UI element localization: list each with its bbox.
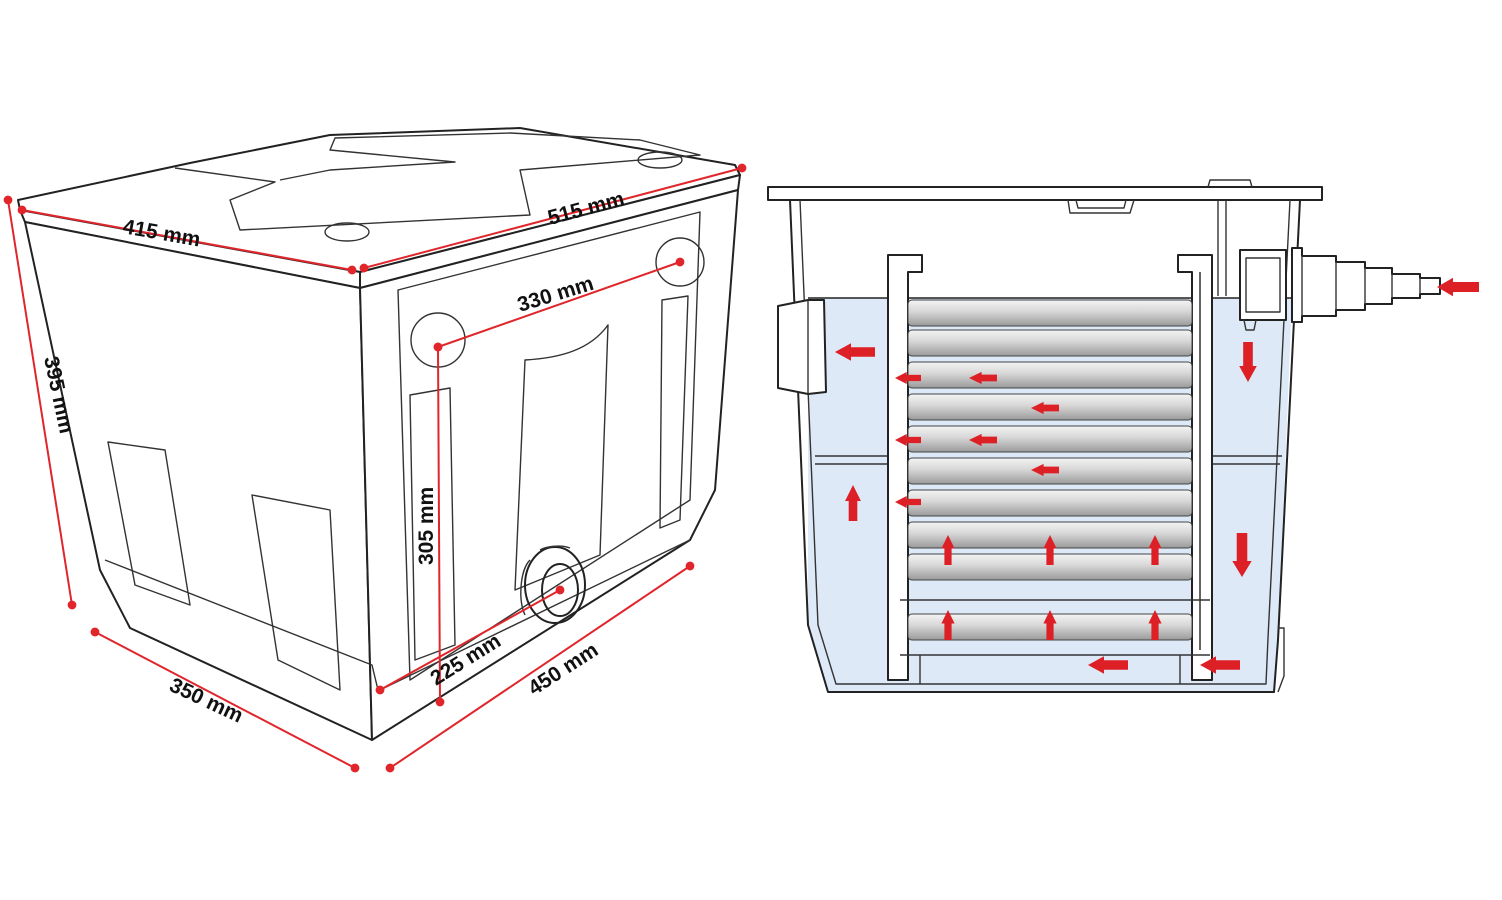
dim-line-lid-width [17,205,357,275]
section-lid [767,186,1323,201]
section-outer-wall [789,199,1301,693]
section-base-step [1277,627,1285,693]
dim-line-base-width [90,627,360,773]
inlet-pipe-bend [1239,249,1287,321]
filter-tube [907,489,1193,517]
flow-arrow-down [1232,533,1252,577]
flow-arrow-left [1031,401,1059,415]
flow-arrow-left [895,372,921,384]
inlet-pipe-vertical [1217,200,1227,296]
section-inner-wall [799,199,1291,685]
flow-arrow-up [1148,535,1162,565]
left-outlet-box [777,299,827,395]
right-cartridge-wall [1177,254,1213,681]
flow-arrow-left [1031,463,1059,477]
flow-arrow-up [1043,610,1057,640]
inlet-hose-tail-ribs [1301,256,1421,316]
flow-arrow-left [1437,277,1479,297]
flow-arrow-down [1239,342,1257,382]
inlet-pipe-bend-detail [1243,257,1281,331]
flow-arrow-left [895,496,921,508]
lid-handle-section [1067,199,1135,214]
flow-arrow-up [1148,610,1162,640]
lid-port-section [1207,179,1253,188]
dim-line-lid-length [359,163,747,273]
dim-line-base-length [385,561,695,773]
flow-arrow-up [941,535,955,565]
flow-arrows [835,277,1479,674]
flow-arrow-left [1200,656,1240,674]
dim-label-inlet-height: 305 mm [415,487,438,565]
inlet-hose-tail [1291,247,1441,323]
bottom-chamber [900,599,1210,684]
filter-tube [907,361,1193,389]
flow-arrow-up [1043,535,1057,565]
left-cartridge-wall [887,254,923,681]
flow-arrow-left [1088,656,1128,674]
dim-line-inlet-spacing [433,257,685,352]
dim-line-height [3,195,77,610]
filter-tube [907,329,1193,357]
middle-divider [815,455,1282,465]
flow-arrow-left [835,343,875,361]
left-panel-1 [107,441,191,606]
flow-arrow-left [969,371,997,385]
filter-tube [907,299,1193,327]
flow-arrow-left [895,434,921,446]
flow-arrow-up [941,610,955,640]
filter-tube [907,425,1193,453]
flow-arrow-left [969,433,997,447]
lid-relief [174,132,701,231]
flow-arrow-up [845,485,861,521]
